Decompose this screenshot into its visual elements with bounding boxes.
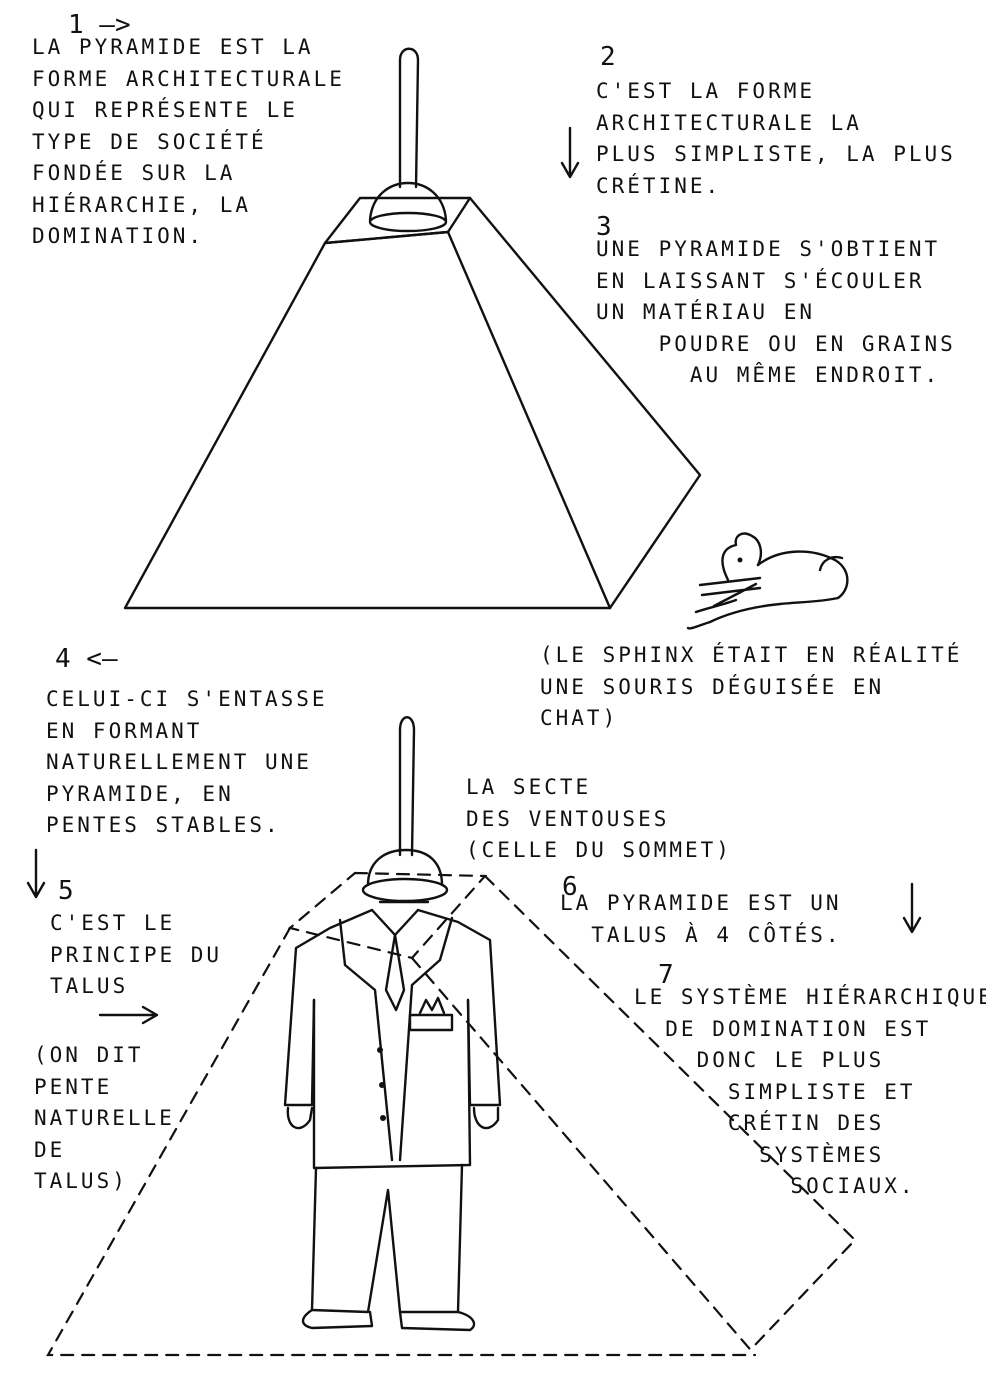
- note-7-text: le système hiérarchique de domination es…: [634, 985, 986, 1198]
- note-number-3: 3: [596, 212, 612, 242]
- man-with-plunger-head-icon: [283, 716, 502, 1332]
- note-number-1: 1 —>: [68, 10, 131, 40]
- arrow-icon: [26, 126, 922, 1025]
- note-number-6: 6: [562, 872, 578, 902]
- sphinx-caption: (le sphinx était en réalité une souris d…: [540, 643, 963, 730]
- note-1-text: La pyramide est la forme architecturale …: [32, 35, 345, 248]
- note-6-text: la pyramide est un talus à 4 côtés.: [560, 891, 842, 947]
- note-number-2: 2: [600, 42, 616, 72]
- plunger-icon: [368, 47, 448, 233]
- note-5-text: c'est le principe du talus: [50, 911, 223, 998]
- secte-caption: la secte des ventouses (celle du sommet): [466, 775, 732, 862]
- note-3-text: une pyramide s'obtient en laissant s'éco…: [596, 237, 956, 387]
- note-number-7: 7: [658, 960, 674, 990]
- talus-caption: (on dit pente naturelle de talus): [34, 1043, 175, 1193]
- note-number-4: 4 <—: [55, 644, 118, 674]
- note-number-5: 5: [58, 876, 74, 906]
- mouse-cat-sphinx-icon: [686, 532, 849, 630]
- note-2-text: c'est la forme architecturale la plus si…: [596, 79, 956, 198]
- pyramid-drawing: [123, 196, 702, 610]
- note-4-text: celui-ci s'entasse en formant naturellem…: [46, 687, 328, 837]
